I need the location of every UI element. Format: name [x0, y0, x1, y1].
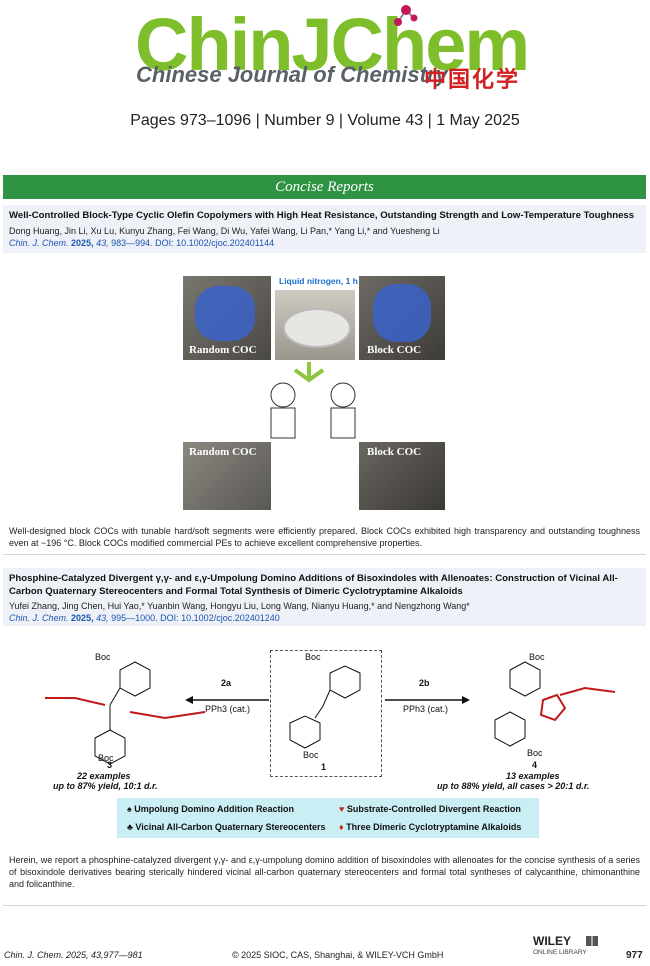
- catalyst-left: PPh3 (cat.): [205, 704, 251, 714]
- abstract-1: Well-designed block COCs with tunable ha…: [9, 526, 640, 548]
- arrow-left: [185, 696, 269, 704]
- volume: 43,: [96, 238, 109, 248]
- article-title[interactable]: Well-Controlled Block-Type Cyclic Olefin…: [9, 210, 635, 221]
- compound-3-label: 3: [107, 760, 113, 770]
- footer-copyright: © 2025 SIOC, CAS, Shanghai, & WILEY-VCH …: [232, 950, 444, 960]
- boc-label: Boc: [98, 753, 114, 763]
- diamond-icon: ♦: [339, 822, 344, 832]
- starting-material-box: [270, 650, 382, 777]
- left-yield: up to 87% yield, 10:1 d.r.: [53, 781, 158, 791]
- article-authors: Dong Huang, Jin Li, Xu Lu, Kunyu Zhang, …: [9, 226, 440, 236]
- reagent-2b: 2b: [419, 678, 430, 688]
- scheme-highlights: ♠ Umpolung Domino Addition Reaction ♥ Su…: [117, 798, 539, 838]
- article-title[interactable]: Phosphine-Catalyzed Divergent γ,γ- and ε…: [9, 573, 618, 597]
- right-examples: 13 examples: [506, 771, 560, 781]
- abstract-2: Herein, we report a phosphine-catalyzed …: [9, 855, 640, 889]
- pages-doi[interactable]: 983—994. DOI: 10.1002/cjoc.202401144: [111, 238, 275, 248]
- journal-abbrev: Chin. J. Chem.: [9, 613, 69, 623]
- label-random-top: Random COC: [189, 344, 257, 356]
- journal-logo: ChinJChem Chinese Journal of Chemistry 中…: [135, 0, 555, 100]
- boc-label: Boc: [303, 750, 319, 760]
- page-number: 977: [626, 950, 643, 961]
- boc-label: Boc: [527, 748, 543, 758]
- journal-name: Chinese Journal of Chemistry: [136, 62, 448, 87]
- bisoxindole-structure: [289, 665, 361, 749]
- product-4-structure: [494, 661, 616, 747]
- section-banner: Concise Reports: [3, 175, 646, 199]
- wiley-logo[interactable]: WILEY ONLINE LIBRARY: [533, 934, 605, 962]
- block-coc-photo: Block COC: [359, 276, 445, 360]
- pages-doi[interactable]: 995—1000. DOI: 10.1002/cjoc.202401240: [111, 613, 280, 623]
- liquid-nitrogen-photo: [275, 290, 355, 360]
- journal-abbrev: Chin. J. Chem.: [9, 238, 69, 248]
- molecule-icon: [394, 5, 418, 26]
- logo-wordmark: ChinJChem: [135, 3, 530, 86]
- random-coc-result-photo: Random COC: [183, 442, 271, 510]
- compound-1-label: 1: [321, 762, 327, 772]
- label-liquid-nitrogen: Liquid nitrogen, 1 h: [279, 276, 358, 286]
- arrow-right: [385, 696, 470, 704]
- catalyst-right: PPh3 (cat.): [403, 704, 449, 714]
- reaction-scheme: Boc Boc 3 22 examples up to 87% yield, 1…: [35, 650, 625, 795]
- reagent-2a: 2a: [221, 678, 232, 688]
- book-icon: [586, 936, 598, 946]
- article-citation[interactable]: Chin. J. Chem. 2025, 43, 983—994. DOI: 1…: [3, 237, 646, 249]
- divider: [3, 554, 646, 555]
- highlight-item: ♣ Vicinal All-Carbon Quaternary Stereoce…: [127, 822, 326, 832]
- divider: [3, 905, 646, 906]
- product-3-structure: [45, 661, 206, 765]
- footer-citation: Chin. J. Chem. 2025, 43,977—981: [4, 950, 143, 960]
- year: 2025,: [71, 613, 94, 623]
- article-header-2: Phosphine-Catalyzed Divergent γ,γ- and ε…: [3, 568, 646, 626]
- compound-4-label: 4: [532, 760, 538, 770]
- highlight-item: ♥ Substrate-Controlled Divergent Reactio…: [339, 804, 521, 814]
- label-random-bottom: Random COC: [189, 446, 257, 458]
- year: 2025,: [71, 238, 94, 248]
- left-examples: 22 examples: [77, 771, 131, 781]
- highlight-item: ♠ Umpolung Domino Addition Reaction: [127, 804, 294, 814]
- random-coc-photo: Random COC: [183, 276, 271, 360]
- graphical-abstract-1: Random COC Liquid nitrogen, 1 h Block CO…: [183, 272, 445, 512]
- block-coc-result-photo: Block COC: [359, 442, 445, 510]
- boc-label: Boc: [529, 652, 545, 662]
- club-icon: ♣: [127, 822, 133, 832]
- article-citation[interactable]: Chin. J. Chem. 2025, 43, 995—1000. DOI: …: [3, 612, 646, 624]
- right-yield: up to 88% yield, all cases > 20:1 d.r.: [437, 781, 590, 791]
- boc-label: Boc: [95, 652, 111, 662]
- journal-name-cn: 中国化学: [424, 68, 521, 93]
- label-block-top: Block COC: [367, 344, 422, 356]
- highlight-item: ♦ Three Dimeric Cyclotryptamine Alkaloid…: [339, 822, 522, 832]
- article-header-1: Well-Controlled Block-Type Cyclic Olefin…: [3, 205, 646, 253]
- volume: 43,: [96, 613, 109, 623]
- label-block-bottom: Block COC: [367, 446, 422, 458]
- issue-line: Pages 973–1096 | Number 9 | Volume 43 | …: [130, 112, 520, 129]
- cartoon-illustration: [270, 362, 356, 439]
- heart-icon: ♥: [339, 804, 345, 814]
- boc-label: Boc: [305, 652, 321, 662]
- article-authors: Yufei Zhang, Jing Chen, Hui Yao,* Yuanbi…: [9, 601, 470, 611]
- spade-icon: ♠: [127, 804, 132, 814]
